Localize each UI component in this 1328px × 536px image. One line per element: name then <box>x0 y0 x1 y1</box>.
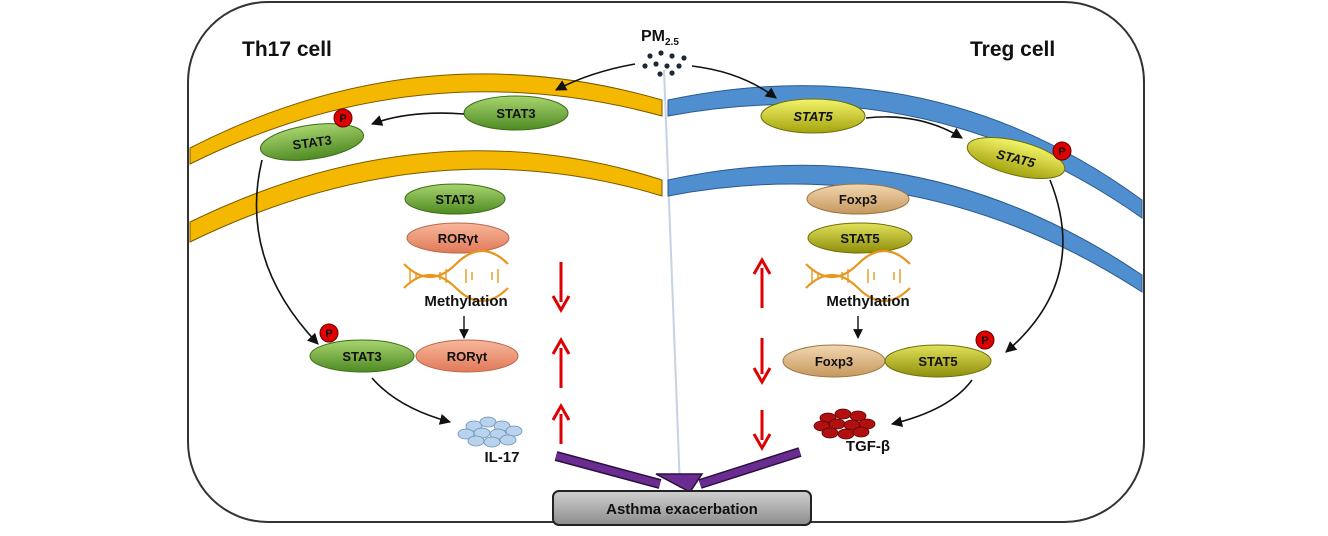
outcome-box <box>552 490 812 526</box>
trend-arrow-up-icon <box>752 256 772 308</box>
outcome-label: Asthma exacerbation <box>606 501 758 518</box>
foxp3-nucleus-node <box>806 183 910 215</box>
stat3-phospho-bottom-label: STAT3 <box>342 349 381 364</box>
outcome-arrowhead-icon <box>655 473 704 493</box>
arrow-pm-to-stat5 <box>691 65 777 99</box>
dna-icon-right <box>805 250 911 302</box>
th17-title: Th17 cell <box>242 38 332 61</box>
tgfb-icon <box>813 408 876 440</box>
stat5-phospho-bottom-label: STAT5 <box>918 354 957 369</box>
phospho-badge-4 <box>975 330 995 350</box>
treg-membrane-inner <box>667 164 1143 293</box>
phospho-badge-1-label: P <box>339 113 346 125</box>
foxp3-bottom-label: Foxp3 <box>815 354 853 369</box>
phospho-badge-3 <box>1052 141 1072 161</box>
ror-bottom-label: RORγt <box>447 349 488 364</box>
phospho-badge-4-label: P <box>981 335 988 347</box>
outcome-arrow-right <box>698 448 802 488</box>
arrow-to-tgfb <box>890 379 973 428</box>
trend-arrow-down-icon <box>752 410 772 452</box>
arrow-to-il17 <box>371 377 452 425</box>
trend-arrow-down-icon <box>551 262 571 314</box>
pm25-label: PM2.5 <box>641 28 679 48</box>
ror-nucleus-node <box>406 222 510 254</box>
stat3-membrane-label: STAT3 <box>496 106 535 121</box>
cell-divider <box>663 69 681 489</box>
methylation-left-label: Methylation <box>424 293 507 310</box>
arrow-pm-to-stat3 <box>555 63 636 91</box>
il17-label: IL-17 <box>484 449 519 466</box>
th17-membrane-inner <box>189 150 663 243</box>
trend-arrows-left <box>551 262 571 444</box>
stat3-phospho-membrane-label: STAT3 <box>292 132 333 152</box>
arrow-stat5-phosphorylation <box>865 116 963 139</box>
tgfb-label: TGF-β <box>846 438 890 455</box>
il17-icon <box>457 416 523 448</box>
stat3-phospho-membrane-node <box>259 123 365 161</box>
trend-arrow-up-icon <box>551 336 571 388</box>
th17-membrane-outer <box>189 73 663 165</box>
stat3-membrane-node <box>463 95 569 131</box>
stat5-membrane-label: STAT5 <box>793 109 833 124</box>
phospho-badge-1 <box>333 108 353 128</box>
methylation-right-label: Methylation <box>826 293 909 310</box>
phospho-badge-2-label: P <box>325 328 332 340</box>
outcome-arrow-left <box>555 452 661 488</box>
stat3-phospho-bottom-node <box>309 339 415 373</box>
arrow-stat3-phosphorylation <box>370 112 465 126</box>
arrow-stat5-to-nucleus <box>1005 179 1064 353</box>
ror-nucleus-label: RORγt <box>438 231 479 246</box>
stat3-nucleus-node <box>404 183 506 215</box>
foxp3-nucleus-label: Foxp3 <box>839 192 877 207</box>
stat5-phospho-bottom-node <box>884 344 992 378</box>
trend-arrows-right <box>752 256 772 452</box>
stat5-phospho-membrane-node <box>966 137 1066 179</box>
treg-title: Treg cell <box>970 38 1055 61</box>
phospho-badge-2 <box>319 323 339 343</box>
ror-bottom-node <box>415 339 519 373</box>
arrow-stat3-to-nucleus <box>255 159 319 345</box>
trend-arrow-down-icon <box>752 338 772 386</box>
dna-icon-left <box>403 250 509 302</box>
pm25-particles <box>642 50 687 77</box>
phospho-badge-3-label: P <box>1058 146 1065 158</box>
stat5-nucleus-node <box>807 222 913 254</box>
trend-arrow-up-icon <box>551 402 571 444</box>
stat3-nucleus-label: STAT3 <box>435 192 474 207</box>
stat5-nucleus-label: STAT5 <box>840 231 879 246</box>
outcome-arrows <box>554 447 802 493</box>
stat5-membrane-node <box>760 98 866 134</box>
cell-outline <box>187 1 1145 523</box>
